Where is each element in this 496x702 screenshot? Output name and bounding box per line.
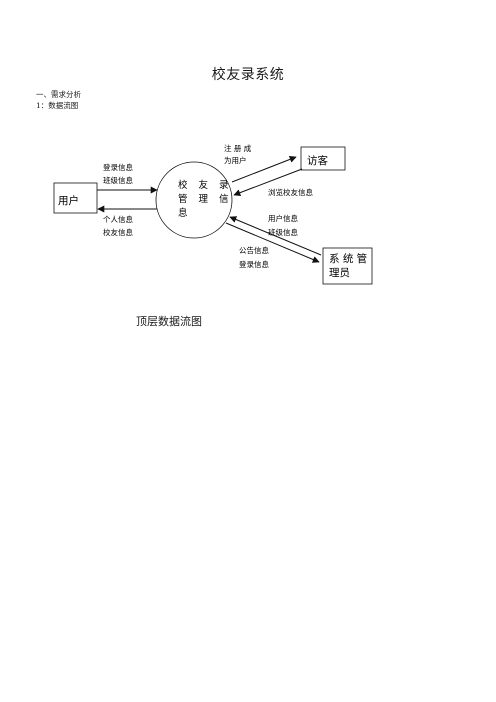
admin-entity-label-line1: 系 统 管	[329, 252, 367, 265]
process-label-line2: 管 理 信	[178, 193, 233, 205]
flow-label-user-in-2: 班级信息	[103, 175, 133, 185]
visitor-entity-box	[300, 146, 346, 171]
visitor-entity-label: 访客	[307, 154, 328, 167]
admin-entity-box	[322, 247, 373, 285]
flow-label-admin-in-2: 班级信息	[268, 227, 298, 237]
process-circle	[155, 161, 233, 239]
process-label-line3: 息	[178, 207, 192, 219]
flow-admin-to-process	[229, 216, 322, 256]
flow-process-to-admin	[225, 222, 320, 263]
flow-label-visitor-out-1: 注 册 成	[224, 143, 252, 153]
flow-label-user-out-1: 个人信息	[103, 214, 133, 224]
section-heading: 一、需求分析	[36, 90, 81, 99]
user-entity-box	[53, 182, 98, 214]
flow-label-admin-out-1: 公告信息	[239, 245, 269, 255]
flow-label-visitor-out-2: 为用户	[224, 155, 247, 165]
user-entity-label: 用户	[58, 194, 79, 207]
flow-label-user-out-2: 校友信息	[103, 227, 133, 237]
flow-label-user-in-1: 登录信息	[103, 162, 133, 172]
flow-label-admin-out-2: 登录信息	[239, 259, 269, 269]
process-label-line1: 校 友 录	[178, 179, 233, 191]
diagram-caption: 顶层数据流图	[136, 315, 202, 328]
flow-visitor-to-process	[233, 168, 303, 197]
flow-process-to-visitor	[231, 156, 297, 183]
flow-label-admin-in-1: 用户信息	[268, 213, 298, 223]
subsection-heading: 1：数据流图	[36, 101, 79, 110]
page-title: 校友录系统	[211, 67, 285, 83]
admin-entity-label-line2: 理员	[329, 267, 350, 279]
flow-label-visitor-in: 浏览校友信息	[268, 187, 313, 197]
